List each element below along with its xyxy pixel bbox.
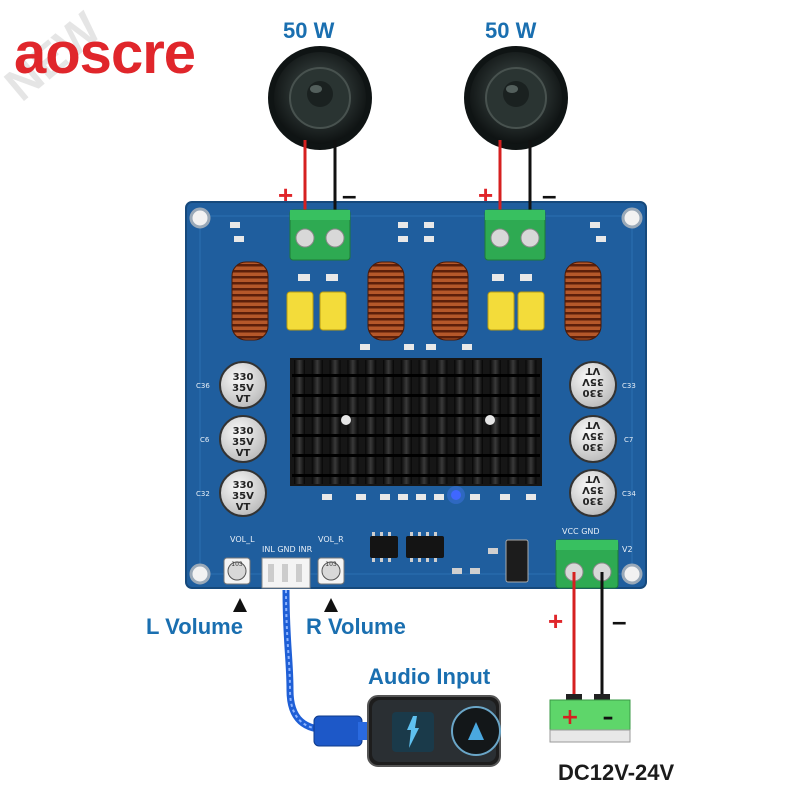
heatsink-fin (472, 360, 483, 484)
power-pins-silkscreen: VCC GND (562, 527, 600, 536)
heatsink-fin (400, 360, 412, 484)
right-volume-arrow-icon (324, 598, 338, 612)
left-volume-knob: 103 (223, 557, 251, 585)
speaker-right-power-label: 50 W (485, 18, 537, 43)
power-terminal (555, 539, 619, 589)
right-pot-marking: 103 (325, 561, 337, 568)
heatsink-fin (311, 360, 323, 484)
cap-id-c7: C7 (624, 436, 633, 444)
heatsink-fin (454, 360, 466, 484)
left-pot-marking: 103 (231, 561, 243, 568)
battery-minus-sign: – (603, 705, 614, 730)
battery-icon: + – (549, 694, 631, 743)
speaker-right-terminal (484, 209, 546, 261)
heatsink-fin (418, 360, 430, 484)
heatsink-fin (329, 360, 341, 484)
heatsink-fin (525, 360, 537, 484)
left-volume-label: L Volume (146, 614, 243, 639)
cap-right-1-value: 330 (583, 387, 604, 398)
left-volume-arrow-icon (233, 598, 247, 612)
right-volume-label: R Volume (306, 614, 406, 639)
heatsink-fin (507, 360, 519, 484)
cap-id-c32: C32 (196, 490, 210, 498)
power-led (451, 490, 461, 500)
speaker-left-terminal (289, 209, 351, 261)
cap-right-3-voltage: 35V (582, 484, 604, 495)
electrolytic-capacitors-right (569, 361, 617, 517)
v2-silkscreen: V2 (622, 545, 633, 554)
heatsink (290, 358, 542, 486)
cap-right-1-series: VT (586, 365, 601, 376)
cap-right-3-series: VT (586, 473, 601, 484)
heatsink-groove (292, 374, 540, 377)
audio-input-label: Audio Input (368, 664, 491, 689)
cap-left-1-value: 330 (233, 372, 254, 383)
cap-left-2-voltage: 35V (232, 437, 254, 448)
heatsink-groove (292, 474, 540, 477)
battery-plus-sign: + (561, 705, 579, 730)
right-volume-knob: 103 (317, 557, 345, 585)
vol-l-silkscreen: VOL_L (230, 535, 255, 544)
cap-right-2-voltage: 35V (582, 430, 604, 441)
heatsink-fin (489, 360, 501, 484)
power-supply-label: DC12V-24V (558, 760, 675, 785)
heatsink-fin (347, 360, 359, 484)
vol-r-silkscreen: VOL_R (318, 535, 344, 544)
brand-logo: aoscre (14, 21, 196, 86)
speaker-right-icon (464, 46, 568, 150)
cap-left-3-series: VT (236, 502, 251, 513)
power-minus-sign: – (612, 606, 627, 636)
heatsink-fin (294, 360, 305, 484)
heatsink-groove (292, 414, 540, 417)
audio-player-device-icon (367, 695, 501, 767)
cap-left-2-value: 330 (233, 426, 254, 437)
audio-input-connector (261, 557, 311, 589)
heatsink-groove (292, 394, 540, 397)
cap-right-3-value: 330 (583, 495, 604, 506)
cap-left-1-series: VT (236, 394, 251, 405)
cap-id-c34: C34 (622, 490, 636, 498)
speaker-left-power-label: 50 W (283, 18, 335, 43)
inductor-coils (231, 261, 602, 341)
power-plus-sign: + (548, 606, 564, 636)
heatsink-groove (292, 454, 540, 457)
heatsink-fin (383, 360, 394, 484)
heatsink-fin (365, 360, 377, 484)
electrolytic-capacitors-left (219, 361, 267, 517)
cap-right-2-value: 330 (583, 441, 604, 452)
film-capacitors (286, 291, 545, 331)
input-pins-silkscreen: INL GND INR (262, 545, 313, 554)
cap-right-2-series: VT (586, 419, 601, 430)
heatsink-groove (292, 434, 540, 437)
cap-id-c33: C33 (622, 382, 636, 390)
cap-left-3-value: 330 (233, 480, 254, 491)
cap-left-3-voltage: 35V (232, 491, 254, 502)
cap-left-2-series: VT (236, 448, 251, 459)
heatsink-fin (436, 360, 448, 484)
cap-left-1-voltage: 35V (232, 383, 254, 394)
cap-id-c36: C36 (196, 382, 210, 390)
cap-right-1-voltage: 35V (582, 376, 604, 387)
speaker-left-icon (268, 46, 372, 150)
cap-id-c6: C6 (200, 436, 210, 444)
